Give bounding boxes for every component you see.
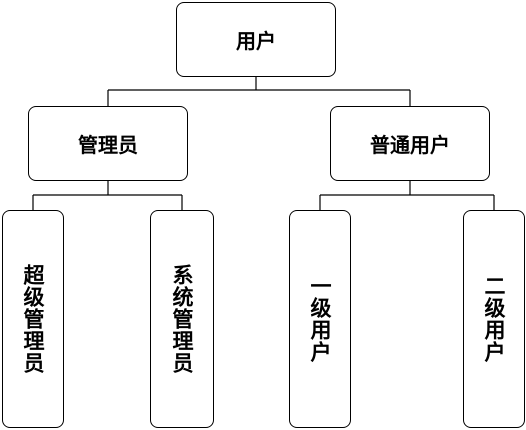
node-admin: 管理员 bbox=[28, 106, 188, 181]
node-super-admin: 超级管理员 bbox=[2, 210, 64, 428]
node-system-admin: 系统管理员 bbox=[150, 210, 214, 428]
node-system-admin-label: 系统管理员 bbox=[170, 264, 194, 374]
node-super-admin-label: 超级管理员 bbox=[21, 264, 45, 374]
node-level2-user: 二级用户 bbox=[463, 210, 525, 428]
node-root-user: 用户 bbox=[176, 2, 336, 77]
node-normal-user: 普通用户 bbox=[330, 106, 490, 181]
node-level2-user-label: 二级用户 bbox=[482, 275, 506, 363]
node-admin-label: 管理员 bbox=[78, 133, 138, 157]
node-normal-user-label: 普通用户 bbox=[370, 133, 450, 157]
node-level1-user-label: 一级用户 bbox=[308, 275, 332, 363]
node-root-user-label: 用户 bbox=[236, 29, 276, 53]
node-level1-user: 一级用户 bbox=[289, 210, 351, 428]
